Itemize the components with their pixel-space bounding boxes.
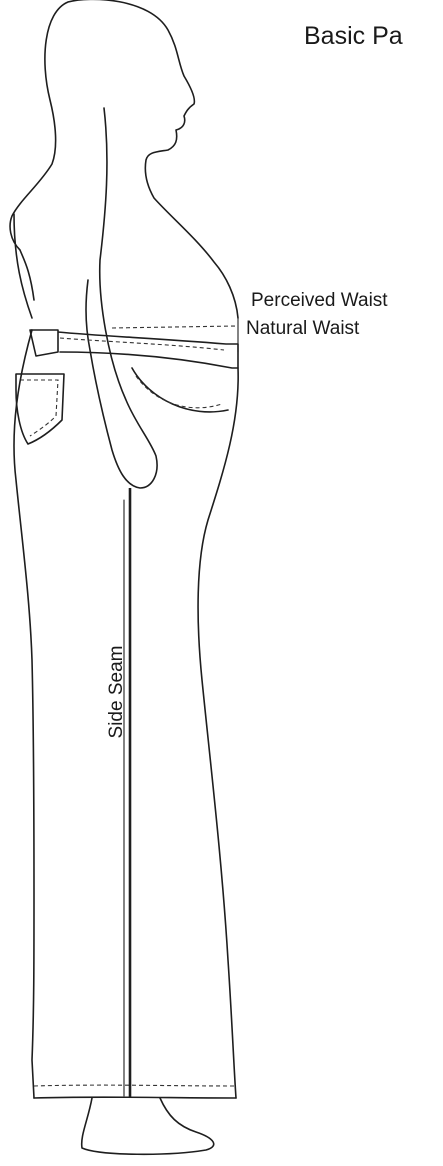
page-title: Basic Pa bbox=[304, 22, 403, 51]
waistband-stitch bbox=[60, 338, 224, 350]
side-seam-label: Side Seam bbox=[106, 646, 128, 739]
back-outline bbox=[14, 214, 32, 318]
feet-outline bbox=[82, 1098, 214, 1154]
hem-stitch bbox=[34, 1085, 234, 1086]
back-pocket bbox=[16, 374, 64, 444]
perceived-waist-label: Perceived Waist bbox=[251, 290, 388, 312]
pants-front-outline bbox=[198, 368, 238, 1098]
pants-hem bbox=[34, 1097, 236, 1098]
back-pocket-stitch bbox=[20, 380, 58, 436]
front-pocket-stitch bbox=[136, 376, 222, 408]
body-silhouette bbox=[10, 0, 238, 318]
pants-back-outline bbox=[14, 330, 34, 1098]
arm-outline bbox=[86, 108, 157, 488]
perceived-waist-line bbox=[112, 326, 236, 328]
front-pocket bbox=[132, 368, 228, 412]
waistband bbox=[30, 330, 238, 368]
natural-waist-label: Natural Waist bbox=[246, 318, 359, 340]
